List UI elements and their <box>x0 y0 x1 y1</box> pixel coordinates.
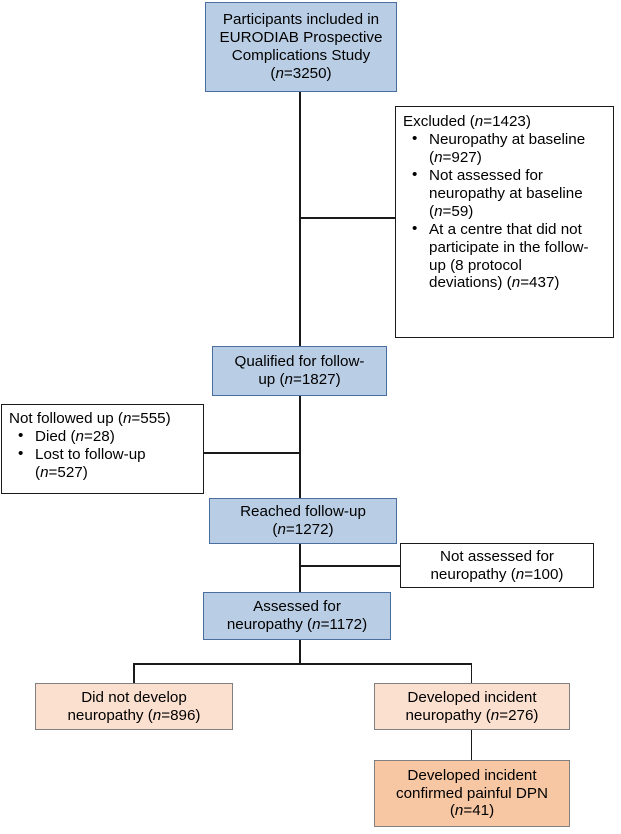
connector-split-left <box>133 663 135 684</box>
node-excluded-text: Excluded (n=1423) • Neuropathy at baseli… <box>396 113 613 292</box>
list-item: • At a centre that did not participate i… <box>412 219 589 292</box>
node-reached-text: Reached follow-up (n=1272) <box>240 503 366 538</box>
node-qualified-text: Qualified for follow- up (n=1827) <box>234 353 365 388</box>
bullet-icon: • <box>412 165 418 183</box>
node-assessed-text: Assessed for neuropathy (n=1172) <box>226 598 368 633</box>
node-assessed-neuropathy: Assessed for neuropathy (n=1172) <box>203 592 391 640</box>
excluded-bullet-list: • Neuropathy at baseline (n=927) • Not a… <box>403 129 606 292</box>
bullet-icon: • <box>412 219 418 237</box>
list-item: • Not assessed for neuropathy at baselin… <box>412 165 583 220</box>
bullet-icon: • <box>18 444 24 462</box>
connector-incident-to-dpn <box>470 730 473 761</box>
connector-to-excluded <box>299 217 397 219</box>
node-dpn-text: Developed incident confirmed painful DPN… <box>396 766 548 820</box>
connector-participants-to-qualified <box>299 92 301 346</box>
node-no-neuropathy-text: Did not develop neuropathy (n=896) <box>67 688 201 724</box>
node-reached-followup: Reached follow-up (n=1272) <box>209 498 397 544</box>
node-not-assessed-text: Not assessed for neuropathy (n=100) <box>430 547 564 583</box>
node-participants: Participants included in EURODIAB Prospe… <box>205 2 397 92</box>
list-item: • Died (n=28) <box>18 426 115 445</box>
node-developed-incident-neuropathy: Developed incident neuropathy (n=276) <box>374 683 570 730</box>
connector-to-not-assessed <box>299 565 402 567</box>
connector-split-right <box>470 663 473 684</box>
not-followed-bullet-list: • Died (n=28) • Lost to follow-up (n=527… <box>9 426 196 482</box>
node-not-followed-up-text: Not followed up (n=555) • Died (n=28) • … <box>2 410 203 482</box>
list-item: • Lost to follow-up (n=527) <box>18 444 146 481</box>
node-not-assessed-neuropathy: Not assessed for neuropathy (n=100) <box>400 543 594 588</box>
node-did-not-develop-neuropathy: Did not develop neuropathy (n=896) <box>35 683 233 730</box>
connector-to-not-followed-up <box>204 452 300 454</box>
node-qualified-for-followup: Qualified for follow- up (n=1827) <box>212 346 387 396</box>
node-developed-painful-dpn: Developed incident confirmed painful DPN… <box>374 760 570 827</box>
connector-assessed-down <box>299 640 301 664</box>
list-item: • Neuropathy at baseline (n=927) <box>412 129 586 166</box>
node-excluded: Excluded (n=1423) • Neuropathy at baseli… <box>395 106 614 338</box>
node-incident-text: Developed incident neuropathy (n=276) <box>405 688 539 724</box>
connector-split-horizontal <box>133 663 472 665</box>
bullet-icon: • <box>412 129 418 147</box>
bullet-icon: • <box>18 426 24 444</box>
connector-qualified-to-reached <box>299 396 301 499</box>
connector-reached-to-assessed <box>299 544 301 593</box>
node-not-followed-up: Not followed up (n=555) • Died (n=28) • … <box>1 404 204 494</box>
node-participants-text: Participants included in EURODIAB Prospe… <box>219 11 383 82</box>
